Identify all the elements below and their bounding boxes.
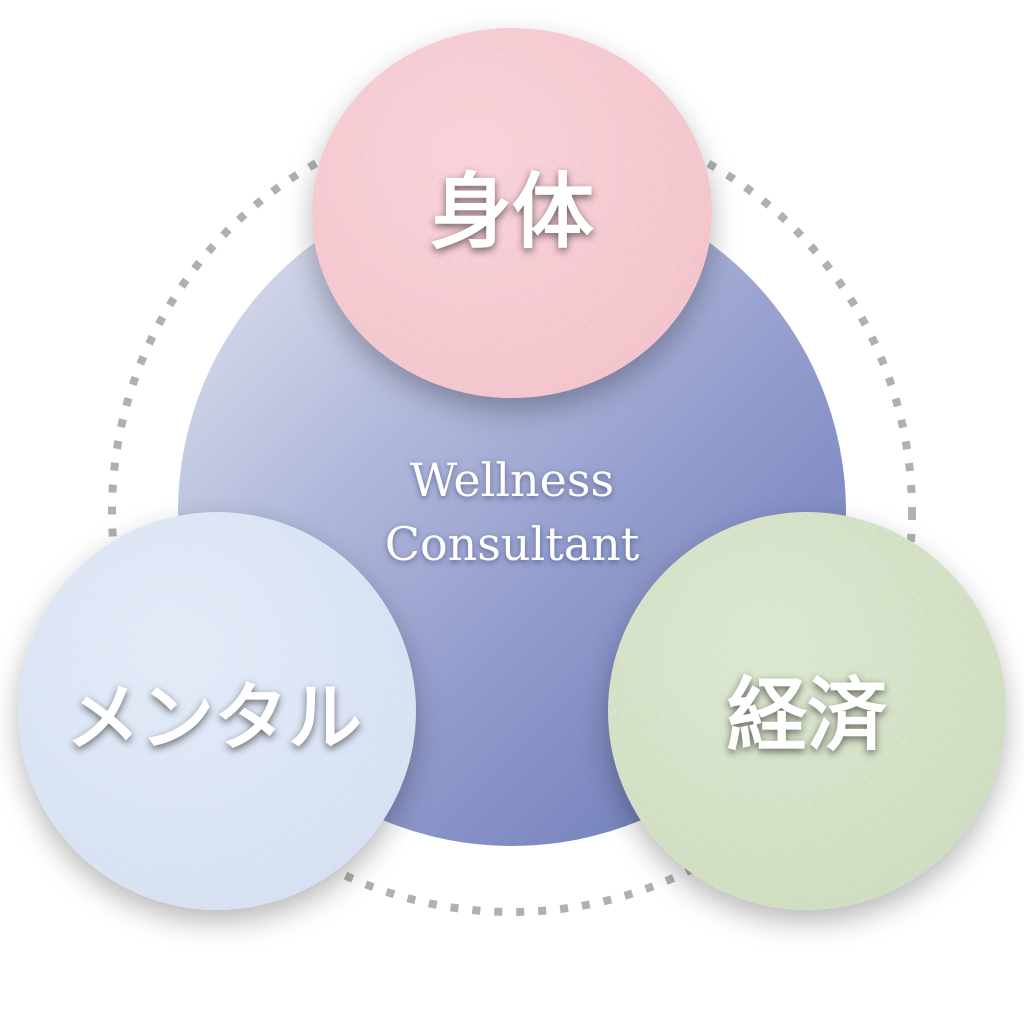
center-label: Wellness Consultant <box>312 448 712 576</box>
center-label-line2: Consultant <box>384 517 640 571</box>
node-mental-label: メンタル <box>66 674 362 761</box>
center-label-line1: Wellness <box>409 453 615 507</box>
node-economy-label: 経済 <box>727 669 887 762</box>
node-economy: 経済 <box>608 512 1006 910</box>
node-body: 身体 <box>312 28 712 398</box>
node-body-label: 身体 <box>429 164 594 260</box>
node-mental: メンタル <box>18 512 416 910</box>
